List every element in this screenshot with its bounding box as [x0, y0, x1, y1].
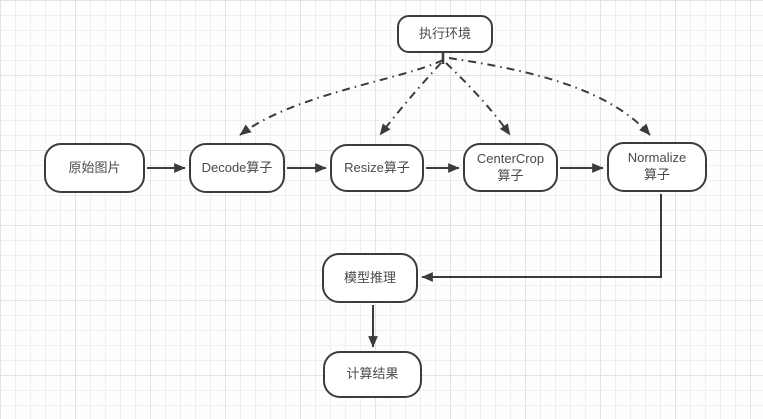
- node-normalize-op-label: Normalize 算子: [627, 150, 687, 182]
- node-model-inference[interactable]: 模型推理: [322, 253, 418, 303]
- node-compute-result[interactable]: 计算结果: [323, 351, 422, 398]
- node-original-image-label: 原始图片: [68, 159, 121, 175]
- edge-normalize-to-model-inference[interactable]: [421, 194, 662, 282]
- node-centercrop-op[interactable]: CenterCrop 算子: [463, 143, 558, 192]
- node-model-inference-label: 模型推理: [343, 269, 396, 285]
- node-resize-op-label: Resize算子: [344, 159, 410, 175]
- node-exec-env-label: 执行环境: [418, 25, 471, 41]
- node-exec-env[interactable]: 执行环境: [397, 15, 493, 53]
- node-normalize-op[interactable]: Normalize 算子: [607, 142, 707, 192]
- edge-exec-env-to-centercrop[interactable]: [445, 62, 511, 136]
- node-resize-op[interactable]: Resize算子: [330, 144, 424, 192]
- node-decode-op-label: Decode算子: [201, 159, 273, 175]
- edge-exec-env-to-resize[interactable]: [379, 62, 442, 136]
- edge-exec-env-to-decode[interactable]: [239, 59, 444, 136]
- node-compute-result-label: 计算结果: [346, 366, 399, 382]
- node-original-image[interactable]: 原始图片: [44, 143, 145, 193]
- node-decode-op[interactable]: Decode算子: [189, 143, 285, 193]
- node-centercrop-op-label: CenterCrop 算子: [476, 150, 545, 183]
